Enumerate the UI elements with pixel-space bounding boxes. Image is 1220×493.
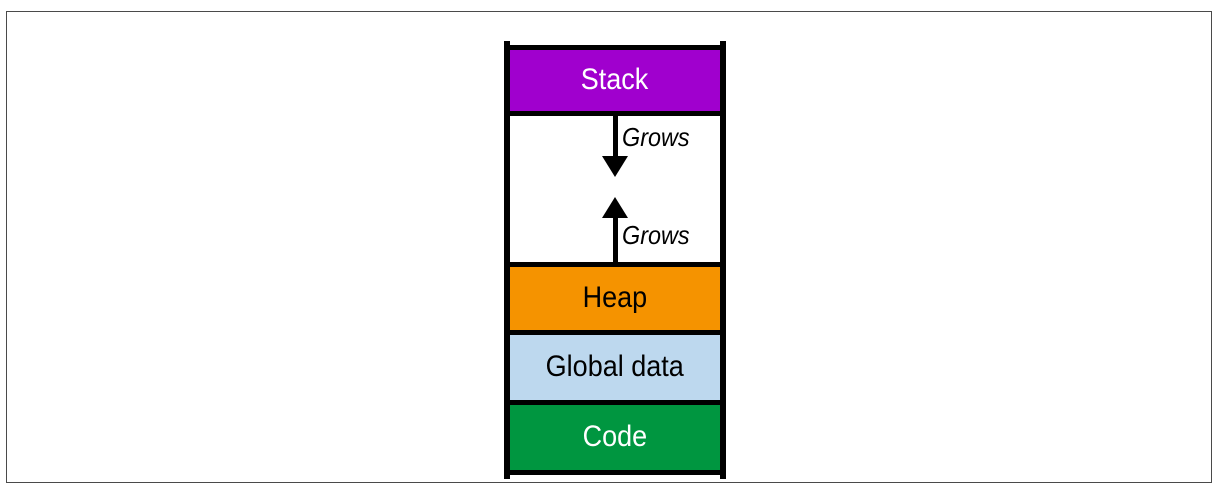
free-memory-region: Grows Grows <box>510 116 720 262</box>
heap-grows-label: Grows <box>622 220 690 250</box>
segment-code: Code <box>510 405 720 470</box>
left-boundary-line <box>504 41 510 479</box>
segment-divider <box>510 400 720 405</box>
memory-column: Stack Grows Grows Heap Global data <box>510 45 720 475</box>
arrow-up-icon <box>613 218 618 262</box>
right-boundary-line <box>720 41 726 479</box>
segment-global-data: Global data <box>510 335 720 400</box>
segment-code-label: Code <box>582 419 648 453</box>
memory-layout-diagram: Stack Grows Grows Heap Global data <box>504 41 726 479</box>
segment-divider <box>510 111 720 116</box>
arrow-down-icon <box>602 156 628 177</box>
figure-frame: Stack Grows Grows Heap Global data <box>6 11 1212 483</box>
segment-stack: Stack <box>510 50 720 111</box>
arrow-down-icon <box>613 116 618 158</box>
segment-global-data-label: Global data <box>545 349 685 383</box>
arrow-up-icon <box>602 197 628 218</box>
segment-heap: Heap <box>510 267 720 330</box>
segment-stack-label: Stack <box>581 62 649 96</box>
segment-heap-label: Heap <box>582 280 648 314</box>
segment-divider <box>510 330 720 335</box>
segment-divider <box>510 45 720 50</box>
stack-grows-label: Grows <box>622 122 690 152</box>
segment-divider <box>510 470 720 475</box>
segment-divider <box>510 262 720 267</box>
